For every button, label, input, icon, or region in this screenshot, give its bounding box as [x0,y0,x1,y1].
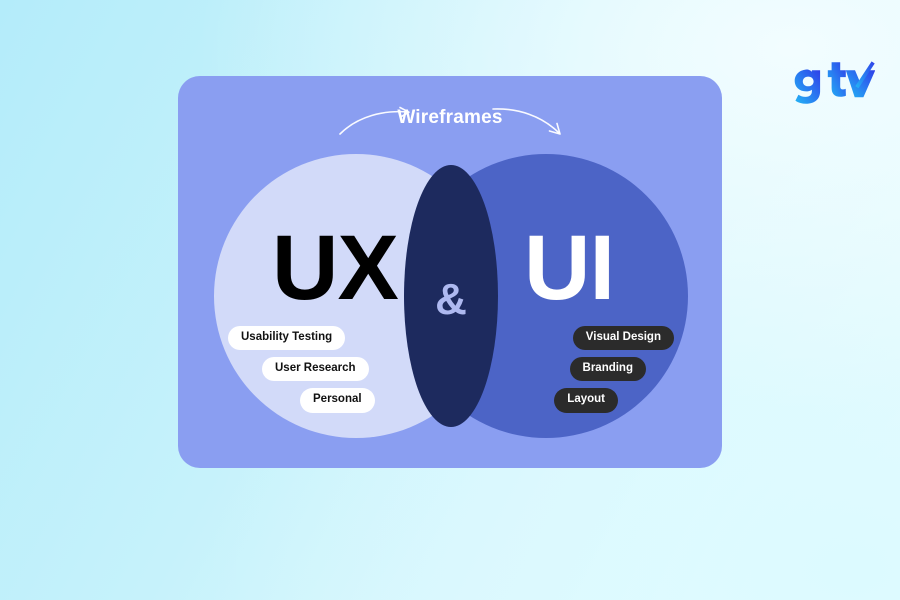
ui-tag-list: Visual Design Branding Layout [554,326,674,413]
curved-arrow-right-icon [338,92,418,138]
list-item[interactable]: Branding [569,357,646,382]
gtv-logo [787,60,876,106]
list-item[interactable]: Layout [554,388,618,413]
list-item[interactable]: Usability Testing [228,326,346,351]
venn-ampersand-label: & [435,275,467,324]
list-item[interactable]: Visual Design [572,326,674,351]
list-item[interactable]: Personal [300,388,375,413]
venn-diagram: UX UI & Usability Testing User Research … [214,154,688,438]
curved-arrow-down-right-icon [490,92,570,138]
ux-tag-list: Usability Testing User Research Personal [228,326,375,413]
venn-diagram-card: Wireframes UX UI & Usability Testing Use… [178,76,722,468]
venn-label-ui: UI [524,217,615,319]
venn-intersection-region [404,165,498,427]
wireframes-heading: Wireframes [397,107,503,128]
list-item[interactable]: User Research [262,357,369,382]
venn-label-ux: UX [272,217,399,319]
